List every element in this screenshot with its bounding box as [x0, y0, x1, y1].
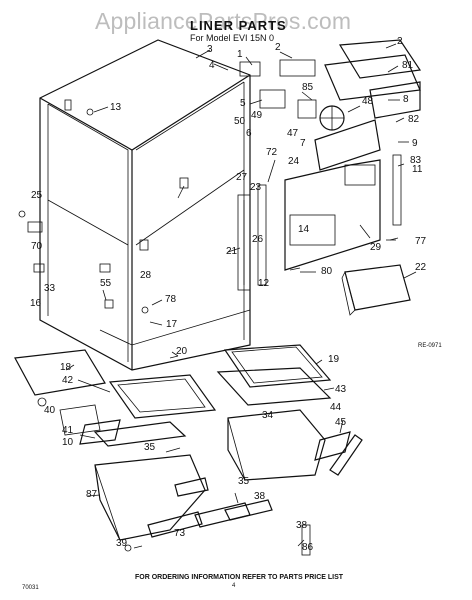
- callout-4: 4: [209, 60, 215, 71]
- callout-22: 22: [415, 262, 427, 273]
- callout-41: 41: [62, 425, 74, 436]
- callout-77: 77: [415, 236, 427, 247]
- callout-39: 39: [116, 538, 128, 549]
- diagram-subtitle: For Model EVI 15N 0: [190, 33, 275, 43]
- callout-81: 81: [402, 60, 414, 71]
- diagram-title: LINER PARTS: [190, 18, 287, 33]
- reference-code: RE-0971: [418, 343, 442, 349]
- callout-21: 21: [226, 246, 238, 257]
- document-code: 70031: [22, 585, 39, 591]
- callout-17: 17: [166, 319, 178, 330]
- callout-11: 11: [412, 164, 423, 175]
- callout-83: 83: [410, 155, 422, 166]
- callout-80: 80: [321, 266, 333, 277]
- callout-35: 35: [144, 442, 156, 453]
- callout-7: 7: [300, 138, 306, 149]
- callout-38: 38: [254, 491, 266, 502]
- callout-48: 48: [362, 96, 374, 107]
- callout-28: 28: [140, 270, 152, 281]
- callout-85: 85: [302, 82, 314, 93]
- callout-44: 44: [330, 402, 342, 413]
- callout-8: 8: [403, 94, 409, 105]
- callout-14: 14: [298, 224, 310, 235]
- callout-72: 72: [266, 147, 278, 158]
- callout-16: 16: [30, 298, 42, 309]
- callout-29: 29: [370, 242, 382, 253]
- callout-18: 18: [60, 362, 72, 373]
- callout-35: 35: [238, 476, 250, 487]
- callout-26: 26: [252, 234, 264, 245]
- callout-55: 55: [100, 278, 112, 289]
- callout-20: 20: [176, 346, 188, 357]
- small-bin-55: [341, 264, 411, 316]
- upper-right-assembly: [237, 39, 422, 291]
- callout-40: 40: [44, 405, 56, 416]
- callout-6: 6: [246, 128, 252, 139]
- callout-38: 38: [296, 520, 308, 531]
- callout-2: 2: [397, 36, 403, 47]
- callout-45: 45: [335, 417, 347, 428]
- callout-33: 33: [44, 283, 56, 294]
- callout-82: 82: [408, 114, 420, 125]
- small-hardware: [18, 210, 399, 407]
- watermark: AppliancePartsPros.com: [95, 8, 352, 34]
- callout-13: 13: [110, 102, 122, 113]
- callout-5: 5: [240, 98, 246, 109]
- page-number: 4: [232, 583, 236, 589]
- callout-73: 73: [174, 528, 186, 539]
- callout-43: 43: [335, 384, 347, 395]
- callout-87: 87: [86, 489, 98, 500]
- callout-1: 1: [237, 49, 243, 60]
- callout-23: 23: [250, 182, 262, 193]
- callout-10: 10: [62, 437, 74, 448]
- callout-47: 47: [287, 128, 299, 139]
- callout-50: 50: [234, 116, 246, 127]
- cabinet-liner: [39, 39, 251, 371]
- callout-24: 24: [288, 156, 300, 167]
- callout-3: 3: [207, 44, 213, 55]
- callout-12: 12: [258, 278, 270, 289]
- callout-27: 27: [236, 172, 248, 183]
- callout-70: 70: [31, 241, 43, 252]
- callout-25: 25: [31, 190, 43, 201]
- ordering-note: FOR ORDERING INFORMATION REFER TO PARTS …: [135, 574, 344, 581]
- right-lower-shelves: [216, 344, 351, 481]
- callout-2: 2: [275, 42, 281, 53]
- callout-78: 78: [165, 294, 177, 305]
- leader-lines: [65, 43, 417, 549]
- callout-19: 19: [328, 354, 340, 365]
- callout-34: 34: [262, 410, 274, 421]
- callout-86: 86: [302, 542, 314, 553]
- callout-49: 49: [251, 110, 263, 121]
- rails-and-strips: [124, 434, 363, 556]
- left-lower-shelves: [14, 349, 217, 541]
- callout-9: 9: [412, 138, 418, 149]
- callout-42: 42: [62, 375, 74, 386]
